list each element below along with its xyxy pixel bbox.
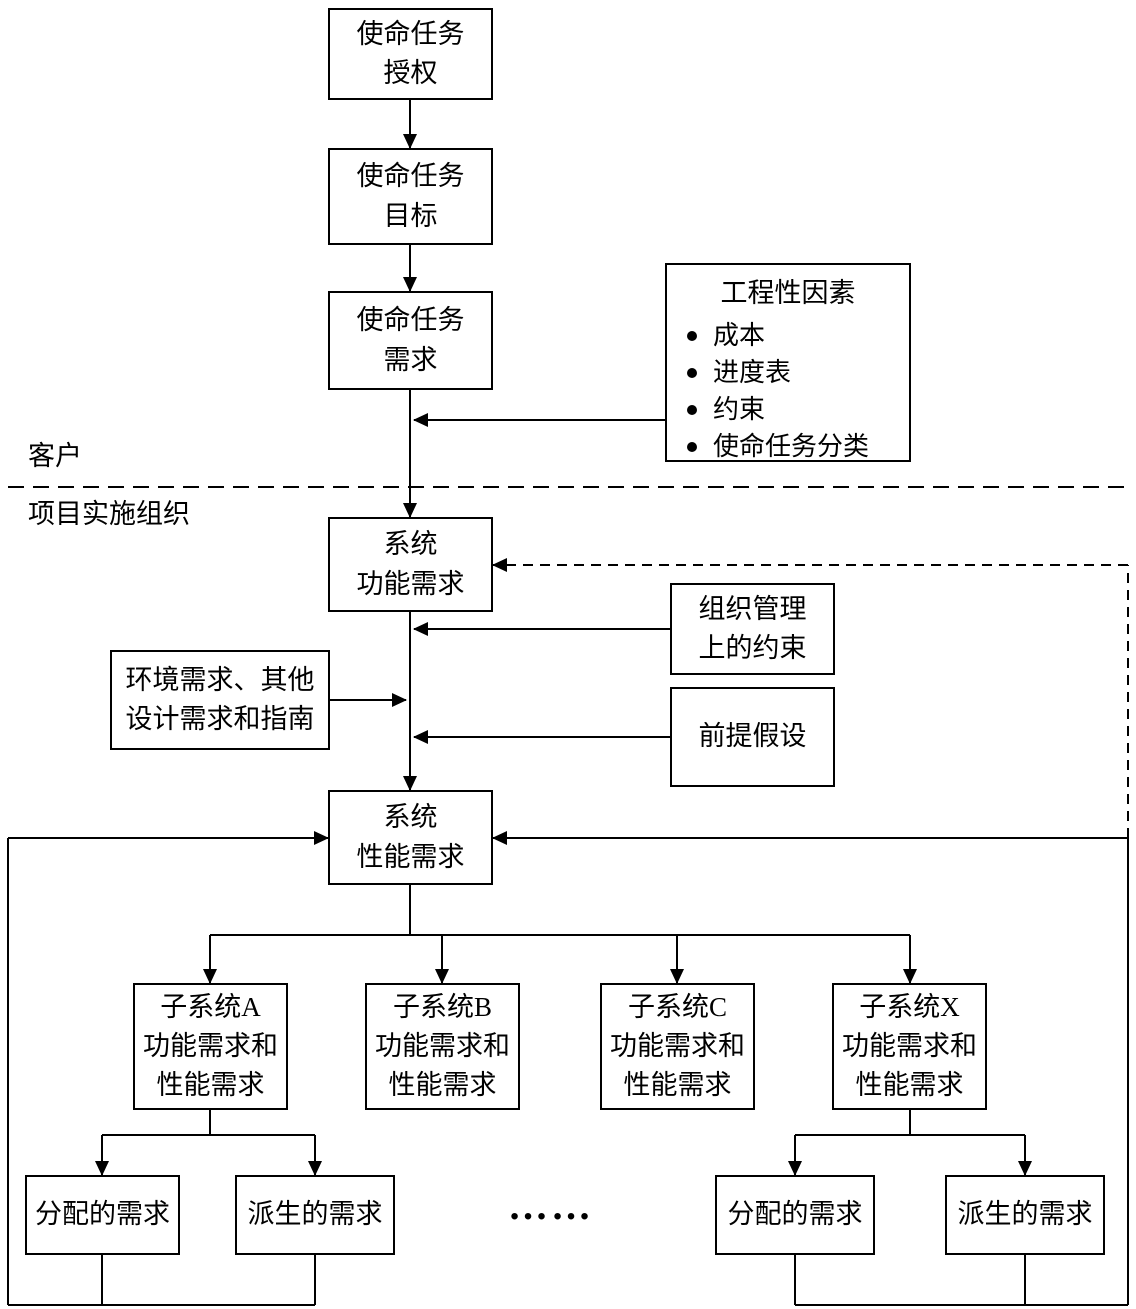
box-label: 使命任务 授权 (356, 18, 465, 88)
box-label: 子系统C 功能需求和 性能需求 (610, 991, 745, 1101)
box-label: 子系统A 功能需求和 性能需求 (143, 991, 278, 1101)
box-organizational-constraints: 组织管理 上的约束 (670, 583, 835, 675)
feedback-loop-connectors (7, 558, 1129, 1306)
region-label-organization: 项目实施组织 (28, 499, 190, 529)
box-label: 分配的需求 (35, 1199, 170, 1230)
engineering-factors-list: 成本 进度表 约束 使命任务分类 (687, 317, 909, 465)
subsystem-branch-connectors (95, 885, 1032, 1176)
engineering-factor-item: 进度表 (687, 354, 909, 391)
box-engineering-factors: 工程性因素 成本 进度表 约束 使命任务分类 (665, 263, 911, 462)
box-environmental-requirements: 环境需求、其他 设计需求和指南 (110, 650, 330, 750)
box-label: 子系统B 功能需求和 性能需求 (375, 991, 510, 1101)
box-subsystem-b-requirements: 子系统B 功能需求和 性能需求 (365, 983, 520, 1110)
box-derived-requirements-left: 派生的需求 (235, 1175, 395, 1255)
box-label: 使命任务 需求 (356, 305, 465, 375)
box-label: 组织管理 上的约束 (698, 593, 807, 663)
box-allocated-requirements-right: 分配的需求 (715, 1175, 875, 1255)
box-subsystem-c-requirements: 子系统C 功能需求和 性能需求 (600, 983, 755, 1110)
box-allocated-requirements-left: 分配的需求 (25, 1175, 180, 1255)
box-subsystem-a-requirements: 子系统A 功能需求和 性能需求 (133, 983, 288, 1110)
engineering-factor-item: 使命任务分类 (687, 428, 909, 465)
box-subsystem-x-requirements: 子系统X 功能需求和 性能需求 (832, 983, 987, 1110)
box-mission-authorization: 使命任务 授权 (328, 8, 493, 100)
box-label: 系统 功能需求 (356, 529, 465, 599)
box-mission-requirements: 使命任务 需求 (328, 291, 493, 390)
box-label: 派生的需求 (957, 1199, 1093, 1230)
box-system-functional-requirements: 系统 功能需求 (328, 517, 493, 612)
box-label: 子系统X 功能需求和 性能需求 (842, 991, 977, 1101)
box-label: 前提假设 (698, 721, 807, 752)
box-label: 使命任务 目标 (356, 161, 465, 231)
continuation-ellipsis: …… (508, 1183, 594, 1228)
box-derived-requirements-right: 派生的需求 (945, 1175, 1105, 1255)
box-system-performance-requirements: 系统 性能需求 (328, 790, 493, 885)
box-label: 系统 性能需求 (356, 802, 465, 872)
region-label-customer: 客户 (28, 441, 82, 471)
box-label: 派生的需求 (247, 1199, 383, 1230)
box-assumptions: 前提假设 (670, 687, 835, 787)
engineering-factor-item: 成本 (687, 317, 909, 354)
box-label: 环境需求、其他 设计需求和指南 (125, 664, 315, 734)
box-label: 分配的需求 (727, 1199, 863, 1230)
engineering-factors-title: 工程性因素 (720, 278, 856, 308)
engineering-factor-item: 约束 (687, 391, 909, 428)
main-flow-connectors (330, 100, 670, 791)
box-mission-goals: 使命任务 目标 (328, 148, 493, 245)
